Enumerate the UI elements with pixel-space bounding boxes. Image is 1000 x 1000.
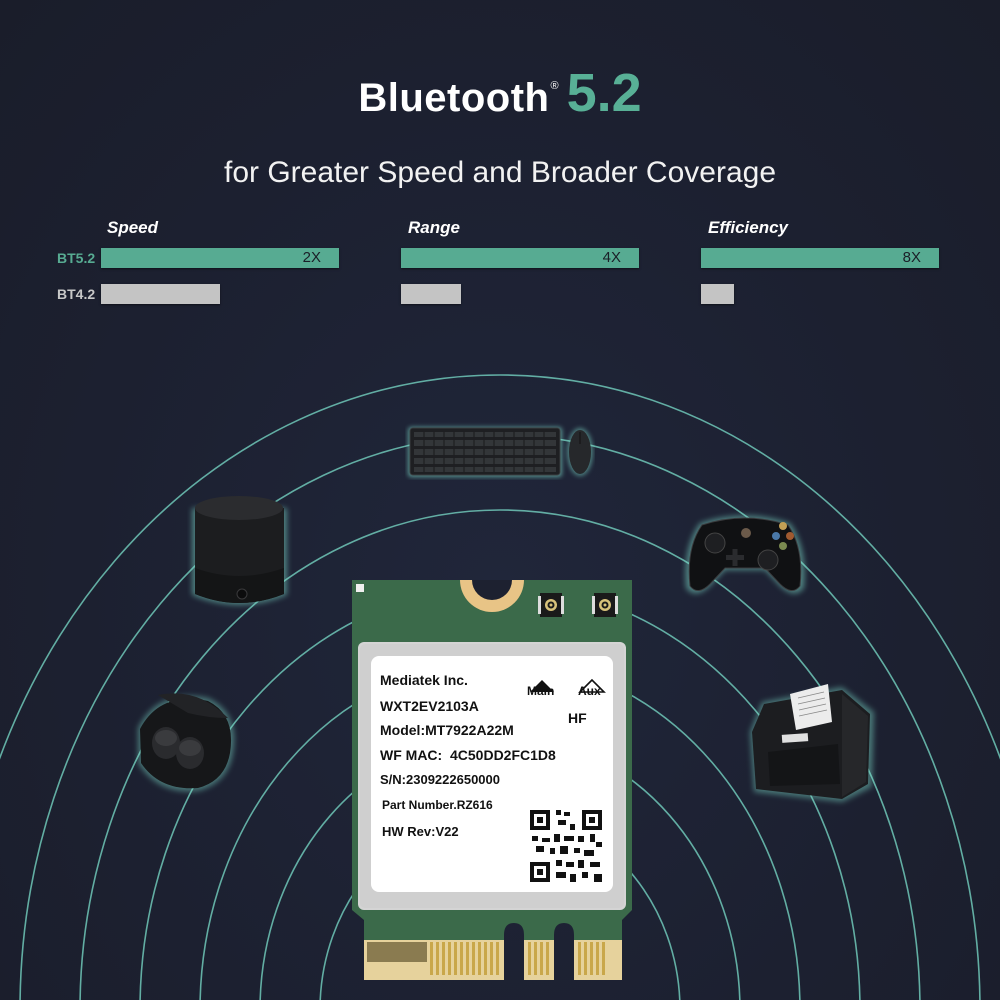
row-label-bt42: BT4.2 <box>57 286 96 302</box>
bluetooth-brand: Bluetooth <box>358 76 550 120</box>
row-label-bt52: BT5.2 <box>57 250 96 266</box>
category-efficiency: Efficiency <box>708 218 789 237</box>
pcb-board <box>352 580 632 980</box>
bar-efficiency-bt52: 8X <box>701 248 939 268</box>
label-hf: HF <box>568 710 587 726</box>
category-speed: Speed <box>107 218 159 237</box>
label-model: Model:MT7922A22M <box>380 722 514 738</box>
bar-range-bt52: 4X <box>401 248 639 268</box>
bar-speed-bt42 <box>101 284 220 304</box>
page-title: Bluetooth® 5.2 <box>0 62 1000 124</box>
bluetooth-version: 5.2 <box>566 63 642 123</box>
bar-speed-bt52: 2X <box>101 248 339 268</box>
subtitle: for Greater Speed and Broader Coverage <box>224 156 776 189</box>
label-antenna-aux: Aux <box>578 684 601 698</box>
bar-range-bt42 <box>401 284 461 304</box>
bar-value: 2X <box>302 249 321 266</box>
antenna-connector-main <box>538 593 564 617</box>
registered-mark: ® <box>550 80 559 92</box>
m2-wifi-card: Mediatek Inc. Main Aux WXT2EV2103A HF Mo… <box>352 580 632 998</box>
label-manufacturer: Mediatek Inc. <box>380 672 468 688</box>
qr-code-icon <box>530 810 602 882</box>
label-part-number: Part Number.RZ616 <box>382 798 493 812</box>
category-range: Range <box>408 218 460 237</box>
earbuds-icon <box>138 693 235 792</box>
speaker-icon <box>192 496 287 605</box>
keyboard-mouse-icon <box>408 427 593 477</box>
bar-value: 4X <box>602 249 621 266</box>
label-antenna-main: Main <box>527 684 555 698</box>
bar-value: 8X <box>902 249 921 266</box>
label-fcc-id: WXT2EV2103A <box>380 698 479 714</box>
antenna-connector-aux <box>592 593 618 617</box>
label-serial: S/N:2309222650000 <box>380 772 500 787</box>
bar-efficiency-bt42 <box>701 284 734 304</box>
label-mac: WF MAC: 4C50DD2FC1D8 <box>380 747 556 763</box>
game-controller-icon <box>685 515 805 594</box>
receipt-printer-icon <box>750 684 874 802</box>
label-hw-rev: HW Rev:V22 <box>382 824 459 839</box>
